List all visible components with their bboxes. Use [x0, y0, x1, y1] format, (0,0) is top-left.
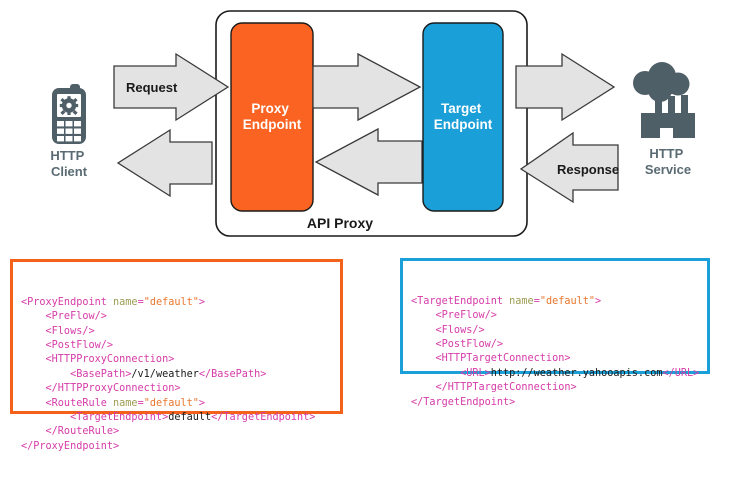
arrow-request [113, 52, 230, 122]
code-line: <Flows/> [411, 324, 707, 338]
arrow-response-label: Response [557, 162, 619, 177]
code-token-txt: default [168, 412, 212, 424]
http-service-label-line1: HTTP [649, 146, 683, 161]
arrow-proxy-to-client [116, 128, 213, 198]
code-line: </TargetEndpoint> [411, 396, 707, 410]
code-line: <HTTPProxyConnection> [21, 353, 340, 367]
proxy-endpoint-label-line2: Endpoint [243, 117, 302, 132]
code-token-tag: > [595, 295, 602, 307]
proxy-endpoint-label-line1: Proxy [251, 101, 289, 116]
diagram-stage: Request Proxy Endpoint Target Endpoint A… [10, 10, 710, 452]
code-line: <PostFlow/> [411, 338, 707, 352]
target-endpoint-code-lines: <TargetEndpoint name="default"> <PreFlow… [411, 295, 707, 410]
code-token-tag: <PostFlow/> [411, 339, 504, 351]
arrow-target-to-proxy [314, 127, 423, 197]
http-service-label-line2: Service [645, 162, 691, 177]
code-token-txt: /v1/weather [131, 368, 199, 380]
code-token-tag: <TargetEndpoint [411, 295, 510, 307]
code-token-val: "default" [143, 397, 199, 409]
target-endpoint-label-line2: Endpoint [434, 117, 493, 132]
code-token-tag: </RouteRule> [21, 426, 120, 438]
code-token-tag: <BasePath> [21, 368, 132, 380]
code-line: <RouteRule name="default"> [21, 397, 340, 411]
http-service-icon [633, 62, 695, 138]
code-token-tag: <HTTPProxyConnection> [21, 354, 175, 366]
code-line: <BasePath>/v1/weather</BasePath> [21, 368, 340, 382]
arrow-target-to-service [515, 52, 616, 122]
code-token-attr: name [509, 295, 534, 307]
code-token-val: "default" [143, 296, 199, 308]
code-line: </RouteRule> [21, 425, 340, 439]
proxy-endpoint-box[interactable] [230, 22, 314, 212]
code-token-attr: name [113, 296, 138, 308]
code-line: <HTTPTargetConnection> [411, 352, 707, 366]
code-line: <PreFlow/> [21, 310, 340, 324]
code-token-txt: http://weather.yahooapis.com [490, 367, 663, 379]
code-token-tag: <URL> [411, 367, 491, 379]
code-line: </HTTPTargetConnection> [411, 381, 707, 395]
api-proxy-container-label: API Proxy [307, 215, 373, 231]
http-client-label: HTTP Client [50, 148, 87, 179]
code-token-tag: </HTTPTargetConnection> [411, 382, 577, 394]
code-token-tag: > [198, 296, 206, 308]
code-token-tag: <PreFlow/> [411, 310, 497, 322]
code-token-attr: name [113, 397, 138, 409]
http-client-icon [52, 84, 86, 144]
code-line: <PreFlow/> [411, 309, 707, 323]
api-proxy-diagram: Request Proxy Endpoint Target Endpoint A… [50, 10, 695, 237]
code-token-tag: </TargetEndpoint> [411, 396, 516, 408]
arrow-proxy-to-target [312, 52, 422, 122]
proxy-endpoint-code-lines: <ProxyEndpoint name="default"> <PreFlow/… [21, 296, 340, 454]
arrow-response-label-text: Response [557, 162, 619, 177]
code-token-tag: <TargetEndpoint> [21, 412, 169, 424]
code-token-tag: > [198, 397, 206, 409]
http-client-label-line2: Client [51, 164, 88, 179]
code-token-tag: </HTTPProxyConnection> [21, 383, 181, 395]
http-service-label: HTTP Service [645, 146, 691, 177]
proxy-endpoint-code-panel[interactable]: <ProxyEndpoint name="default"> <PreFlow/… [10, 259, 343, 452]
code-token-tag: <HTTPTargetConnection> [411, 353, 571, 365]
target-endpoint-label-line1: Target [441, 101, 482, 116]
target-endpoint-box[interactable] [422, 22, 504, 212]
code-token-tag: <Flows/> [411, 324, 485, 336]
code-line: <TargetEndpoint>default</TargetEndpoint> [21, 411, 340, 425]
code-token-tag: <Flows/> [21, 325, 95, 337]
code-token-tag: <RouteRule [21, 397, 114, 409]
code-token-tag: <PreFlow/> [21, 311, 107, 323]
arrow-request-label-text: Request [126, 80, 178, 95]
code-token-tag: </ProxyEndpoint> [21, 440, 120, 452]
code-token-val: "default" [539, 295, 596, 307]
code-line: <PostFlow/> [21, 339, 340, 353]
target-endpoint-code-panel[interactable]: <TargetEndpoint name="default"> <PreFlow… [400, 258, 710, 408]
code-token-eq: = [137, 296, 144, 308]
target-endpoint-label: Target Endpoint [434, 101, 493, 132]
code-line: <ProxyEndpoint name="default"> [21, 296, 340, 310]
code-line: <Flows/> [21, 325, 340, 339]
code-token-eq: = [137, 397, 144, 409]
code-token-tag: </TargetEndpoint> [211, 412, 316, 424]
code-token-tag: </BasePath> [198, 368, 267, 380]
code-token-tag: <ProxyEndpoint [21, 296, 114, 308]
code-line: <TargetEndpoint name="default"> [411, 295, 707, 309]
code-line: <URL>http://weather.yahooapis.com</URL> [411, 367, 707, 381]
arrow-response [519, 131, 619, 204]
code-token-tag: </URL> [662, 367, 700, 379]
proxy-endpoint-label: Proxy Endpoint [243, 101, 302, 132]
code-token-eq: = [533, 295, 540, 307]
http-client-label-line1: HTTP [50, 148, 84, 163]
arrow-request-label: Request [126, 80, 178, 95]
code-line: </ProxyEndpoint> [21, 440, 340, 454]
code-line: </HTTPProxyConnection> [21, 382, 340, 396]
code-token-tag: <PostFlow/> [21, 340, 114, 352]
